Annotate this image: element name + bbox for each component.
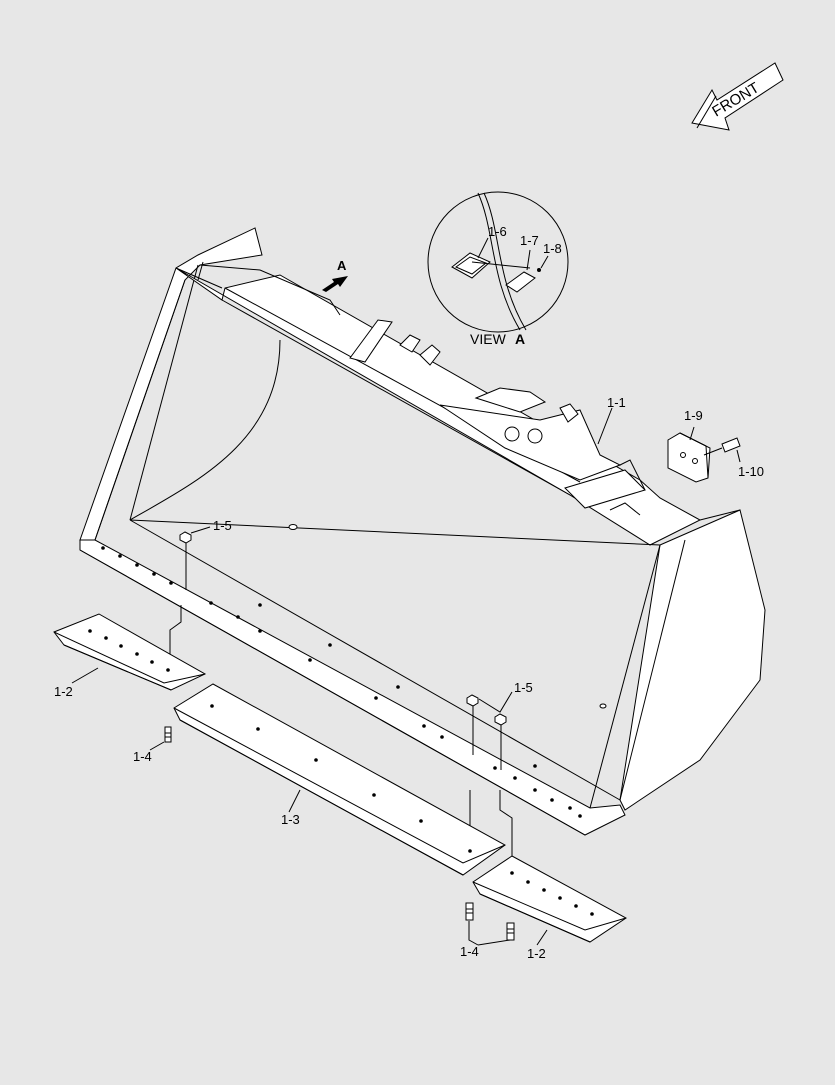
- view-letter: A: [515, 331, 525, 347]
- view-label: VIEW: [470, 331, 507, 347]
- part-1-9-plate: 1-9 1-10: [667, 408, 764, 483]
- nut-1-5-top: 1-5: [169, 518, 232, 672]
- bucket-body: [79, 227, 766, 836]
- label-1-4-right: 1-4: [460, 944, 479, 959]
- label-1-6: 1-6: [488, 224, 507, 239]
- label-1-4-left: 1-4: [133, 749, 152, 764]
- label-1-9: 1-9: [684, 408, 703, 423]
- part-1-2-right-edge: 1-2: [472, 855, 627, 961]
- label-1-3: 1-3: [281, 812, 300, 827]
- label-1-2-left: 1-2: [54, 684, 73, 699]
- label-1-5-right: 1-5: [514, 680, 533, 695]
- bolt-1-4-right: 1-4: [460, 902, 515, 959]
- label-1-10: 1-10: [738, 464, 764, 479]
- part-1-3-middle-edge: 1-3: [173, 683, 506, 876]
- label-1-1: 1-1: [607, 395, 626, 410]
- bolt-1-4-left: 1-4: [133, 726, 172, 764]
- label-1-5-top: 1-5: [213, 518, 232, 533]
- front-arrow-icon: FRONT: [691, 62, 784, 131]
- edge-bolt-holes: [101, 546, 582, 818]
- section-marker-label: A: [337, 258, 347, 273]
- label-1-7: 1-7: [520, 233, 539, 248]
- part-1-2-left-edge: 1-2: [53, 613, 207, 699]
- section-arrow-a: A: [322, 258, 348, 292]
- label-1-8: 1-8: [543, 241, 562, 256]
- view-a-detail: 1-6 1-7 1-8 VIEW A: [427, 191, 569, 347]
- label-1-2-right: 1-2: [527, 946, 546, 961]
